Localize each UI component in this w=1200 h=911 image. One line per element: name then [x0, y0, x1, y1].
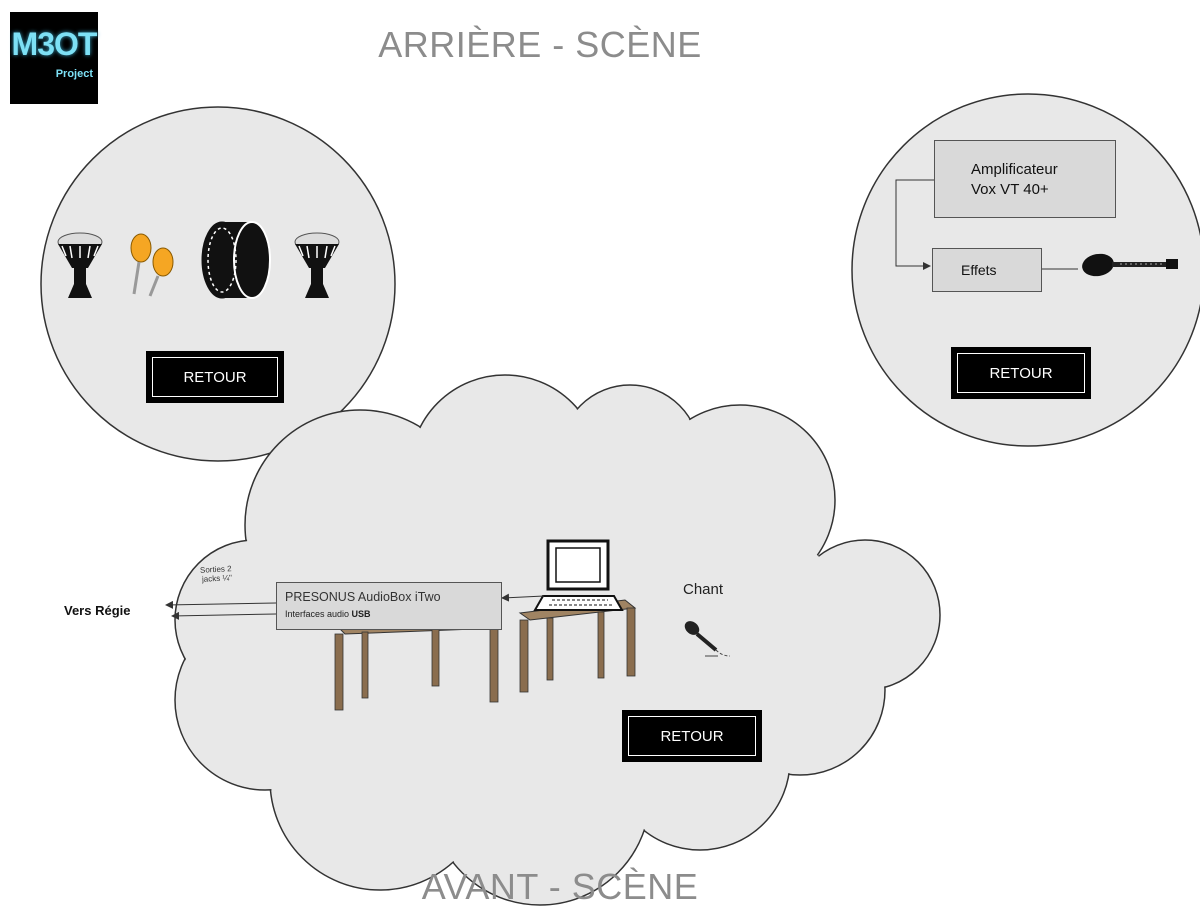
logo-main-text: M3OT: [11, 26, 98, 62]
laptop-icon: [533, 539, 624, 611]
effects-label: Effets: [961, 262, 997, 278]
front-monitor-label: RETOUR: [628, 716, 756, 756]
percussion-monitor: RETOUR: [146, 351, 284, 403]
djembe-icon: [57, 232, 103, 298]
djembe-icon: [294, 232, 340, 298]
amplifier-label-line1: Amplificateur: [971, 161, 1058, 178]
audio-interface-subtitle-prefix: Interfaces audio: [285, 609, 352, 619]
guitar-monitor: RETOUR: [951, 347, 1091, 399]
bass-drum-icon: [201, 221, 271, 299]
guitar-monitor-label: RETOUR: [957, 353, 1085, 393]
effects-box: Effets: [932, 248, 1042, 292]
amplifier-label-line2: Vox VT 40+: [971, 181, 1049, 198]
vocals-label: Chant: [683, 581, 724, 598]
maracas-icon: [130, 233, 174, 297]
audio-interface-subtitle: Interfaces audio USB: [285, 609, 371, 619]
outputs-label-line2: jacks ¼": [201, 573, 233, 584]
percussion-monitor-label: RETOUR: [152, 357, 278, 397]
front-stage-title: AVANT - SCÈNE: [421, 866, 699, 907]
microphone-icon: [684, 621, 731, 657]
audio-interface-title: PRESONUS AudioBox iTwo: [285, 590, 441, 604]
electric-guitar-icon: [1082, 253, 1178, 277]
signal-connectors: [895, 179, 1078, 270]
backstage-title: ARRIÈRE - SCÈNE: [378, 24, 702, 65]
to-desk-label: Vers Régie: [64, 603, 131, 618]
audio-interface-subtitle-usb: USB: [351, 609, 371, 619]
front-connectors: [165, 593, 545, 620]
m3ot-logo: M3OT Project: [10, 12, 98, 104]
logo-sub-text: Project: [55, 68, 93, 80]
amplifier-box: Amplificateur Vox VT 40+: [934, 140, 1116, 218]
audio-interface-box: PRESONUS AudioBox iTwo Interfaces audio …: [276, 582, 502, 630]
front-monitor: RETOUR: [622, 710, 762, 762]
